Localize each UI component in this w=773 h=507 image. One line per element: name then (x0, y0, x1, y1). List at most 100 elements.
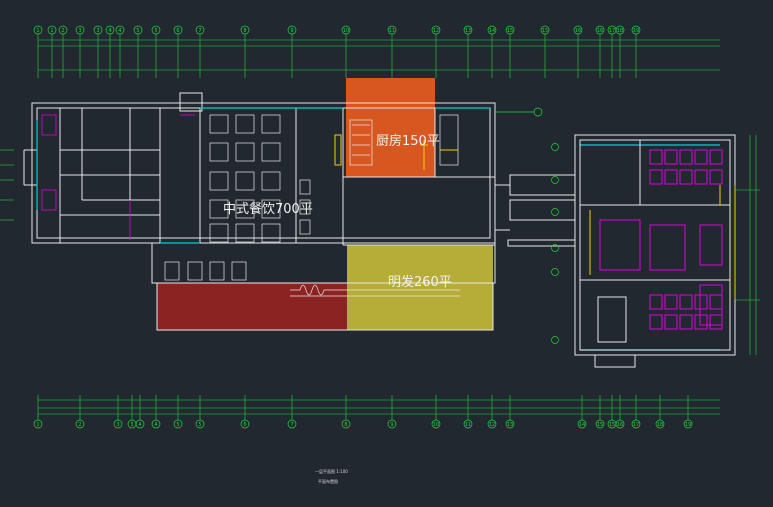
grid-axis-bubble (573, 25, 583, 35)
zone-kitchen (346, 78, 435, 177)
grid-axis-label: 1 (50, 28, 53, 34)
grid-axis-label: 18 (617, 28, 623, 34)
dining-table (235, 142, 255, 162)
grid-axis-label: 5 (136, 28, 139, 34)
grid-axis-bubble (595, 25, 605, 35)
zone-yellow (347, 245, 493, 330)
grid-axis-bubble (173, 419, 183, 429)
grid-axis-bubble (47, 25, 57, 35)
grid-axis-bubble (595, 419, 605, 429)
main-walls (23, 92, 496, 331)
dining-table (235, 114, 255, 134)
zone-dark-red (157, 283, 347, 330)
grid-axis-bubble (240, 419, 250, 429)
grid-axis-label: 5 (154, 28, 157, 34)
grid-axis-bubble (287, 419, 297, 429)
grid-axis-bubble (463, 419, 473, 429)
grid-axis-label: 4 (118, 28, 121, 34)
grid-axis-label: 7 (290, 422, 293, 428)
grid-axis-bubble (195, 25, 205, 35)
grid-axis-label: 19 (685, 422, 691, 428)
dining-table (261, 223, 281, 243)
grid-axis-bubble (540, 25, 550, 35)
grid-axis-label: 17 (609, 28, 615, 34)
grid-axis-label: 14 (489, 28, 495, 34)
annex-seat (679, 294, 693, 310)
grid-axis-label: 6 (243, 422, 246, 428)
grid-axis-bubble (75, 419, 85, 429)
annex-seat (709, 294, 723, 310)
kitchen-yellow-fixtures (334, 134, 458, 170)
grid-axis-label: 9 (290, 28, 293, 34)
grid-axis-bubble (287, 25, 297, 35)
dining-table (235, 223, 255, 243)
annex-seat (694, 294, 708, 310)
grid-axis-label: 17 (633, 422, 639, 428)
annex-furniture (599, 219, 723, 326)
annex-seat (664, 294, 678, 310)
grid-axis-bubble (683, 419, 693, 429)
grid-axis-bubble (615, 419, 625, 429)
dining-table (209, 261, 225, 281)
dining-table (235, 199, 255, 219)
annex-seat (694, 169, 708, 185)
annex-seating (649, 149, 723, 330)
caption-scale: 1:100 (336, 469, 348, 474)
grid-axis-label: 3 (78, 28, 81, 34)
grid-axis-label: 3 (116, 422, 119, 428)
grid-axis-label: 15 (507, 28, 513, 34)
annex-seat (649, 169, 663, 185)
caption-title: 一层平面图 (315, 469, 335, 474)
grid-axis-bubble (387, 25, 397, 35)
grid-axis-bubble (431, 419, 441, 429)
grid-axis-label: 16 (575, 28, 581, 34)
annex-seat (679, 169, 693, 185)
grid-axis-bubble (505, 419, 515, 429)
grid-axis-bubble (33, 419, 43, 429)
annex-seat (694, 314, 708, 330)
annex-seat (709, 169, 723, 185)
grid-axis-label: 11 (389, 28, 395, 34)
room-label-mingfa: 明发260平 (388, 275, 452, 290)
grid-axis-label: 12 (489, 422, 495, 428)
grid-axis-bubble (115, 25, 125, 35)
dining-table (231, 261, 247, 281)
annex-seat (664, 169, 678, 185)
room-label-chinese-dining: 中式餐饮700平 (223, 202, 313, 217)
grid-axis-label: 12 (433, 28, 439, 34)
grid-axis-label: 6 (176, 28, 179, 34)
grid-axis-bubble (113, 419, 123, 429)
grid-axis-label: 13 (507, 422, 513, 428)
dining-table (261, 199, 281, 219)
grid-axis-bubble (93, 25, 103, 35)
kitchen-fixtures (349, 114, 459, 166)
section-markers (495, 107, 559, 344)
grid-axis-bubble (577, 419, 587, 429)
annex-seat (649, 149, 663, 165)
annex-yellow-lines (589, 185, 736, 300)
dining-table (209, 142, 229, 162)
annex-seat (709, 149, 723, 165)
grid-axis-label: 8 (344, 422, 347, 428)
annex-seat (694, 149, 708, 165)
dining-table (261, 114, 281, 134)
drawing-caption: 一层平面图 1:100 (315, 470, 348, 474)
grid-axis-bubble (240, 25, 250, 35)
grid-axis-label: 14 (579, 422, 585, 428)
grid-axis-label: 4 (154, 422, 157, 428)
grid-axis-label: 18 (657, 422, 663, 428)
grid-axis-bubble (341, 419, 351, 429)
grid-axis-bubble (631, 419, 641, 429)
grid-axis-label: 9 (390, 422, 393, 428)
grid-axis-label: 3 (96, 28, 99, 34)
grid-axis-bubble (58, 25, 68, 35)
grid-axis-label: 3 (130, 422, 133, 428)
dining-table (235, 171, 255, 191)
grid-axis-label: 4 (138, 422, 141, 428)
annex-seat (679, 314, 693, 330)
grid-axis-label: 7 (198, 28, 201, 34)
annex-seat (649, 314, 663, 330)
annex-seat (649, 294, 663, 310)
grid-axis-label: 8 (243, 28, 246, 34)
